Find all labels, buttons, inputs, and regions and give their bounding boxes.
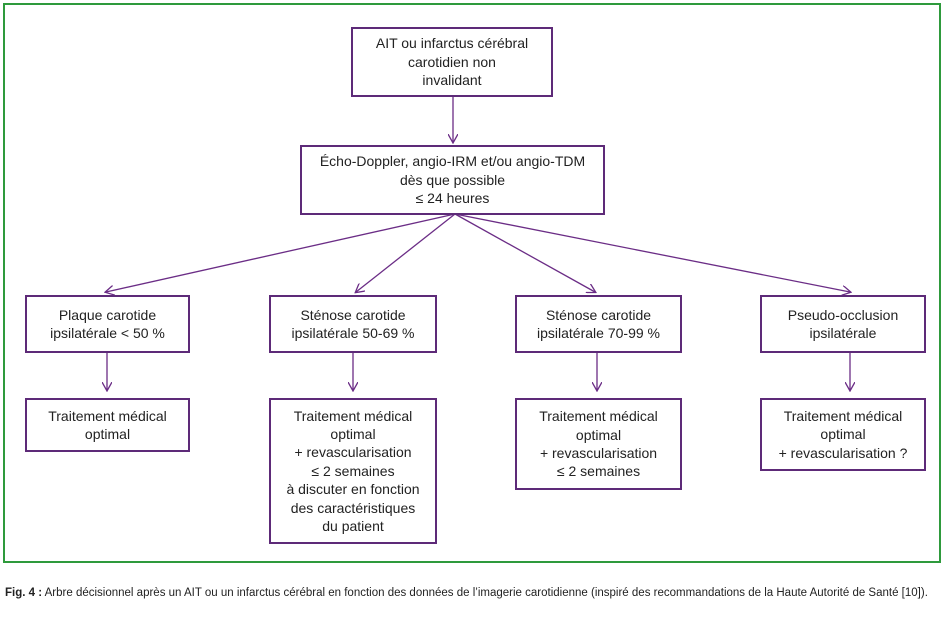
- arrow-imaging-to-branch-1: [106, 213, 456, 292]
- treatment-node-1: Traitement médical optimal: [25, 398, 190, 452]
- treatment-line: Traitement médical: [48, 407, 167, 424]
- condition-node-4: Pseudo-occlusion ipsilatérale: [760, 295, 926, 353]
- condition-node-3: Sténose carotide ipsilatérale 70-99 %: [515, 295, 682, 353]
- treatment-line: optimal: [575, 426, 622, 443]
- treatment-line: Traitement médical: [539, 408, 658, 425]
- condition-line: ipsilatérale 70-99 %: [537, 325, 660, 341]
- treatment-node-3: Traitement médical optimal + revasculari…: [515, 398, 682, 490]
- treatment-line: optimal: [84, 426, 131, 442]
- treatment-line: du patient: [322, 518, 384, 535]
- condition-line: Pseudo-occlusion: [787, 306, 899, 323]
- condition-line: Sténose carotide: [300, 306, 406, 323]
- caption-label: Fig. 4 :: [5, 587, 43, 599]
- treatment-line: optimal: [330, 425, 376, 442]
- arrow-imaging-to-branch-2: [356, 213, 456, 292]
- condition-line: ipsilatérale: [809, 325, 877, 341]
- arrow-imaging-to-branch-3: [454, 213, 595, 292]
- diagram-frame: [3, 3, 941, 563]
- imaging-line: ≤ 24 heures: [415, 190, 490, 207]
- root-line: AIT ou infarctus cérébral: [375, 35, 529, 52]
- condition-node-2: Sténose carotide ipsilatérale 50-69 %: [269, 295, 437, 353]
- root-line: invalidant: [422, 72, 482, 89]
- treatment-line: optimal: [820, 426, 866, 443]
- treatment-node-2: Traitement médical optimal + revasculari…: [269, 398, 437, 544]
- root-node: AIT ou infarctus cérébral carotidien non…: [351, 27, 553, 97]
- condition-line: Plaque carotide: [58, 306, 157, 323]
- imaging-line: dès que possible: [399, 171, 506, 188]
- treatment-line: à discuter en fonction: [286, 481, 420, 498]
- treatment-line: Traitement médical: [783, 407, 903, 424]
- imaging-node: Écho-Doppler, angio-IRM et/ou angio-TDM …: [300, 145, 605, 215]
- root-line: carotidien non: [408, 53, 496, 70]
- treatment-node-4: Traitement médical optimal + revasculari…: [760, 398, 926, 471]
- treatment-line: + revascularisation ?: [778, 444, 908, 461]
- treatment-line: + revascularisation: [294, 444, 412, 461]
- figure-caption: Fig. 4 : Arbre décisionnel après un AIT …: [5, 585, 945, 601]
- condition-line: ipsilatérale 50-69 %: [291, 325, 415, 341]
- condition-line: ipsilatérale < 50 %: [50, 325, 165, 341]
- treatment-line: + revascularisation: [539, 445, 658, 461]
- treatment-line: ≤ 2 semaines: [556, 463, 641, 480]
- arrow-imaging-to-branch-4: [454, 213, 850, 292]
- condition-line: Sténose carotide: [545, 306, 652, 323]
- condition-node-1: Plaque carotide ipsilatérale < 50 %: [25, 295, 190, 353]
- caption-text: Arbre décisionnel après un AIT ou un inf…: [44, 587, 928, 599]
- treatment-line: Traitement médical: [293, 407, 413, 424]
- treatment-line: ≤ 2 semaines: [311, 462, 395, 479]
- treatment-line: des caractéristiques: [290, 499, 416, 516]
- imaging-line: Écho-Doppler, angio-IRM et/ou angio-TDM: [319, 153, 586, 170]
